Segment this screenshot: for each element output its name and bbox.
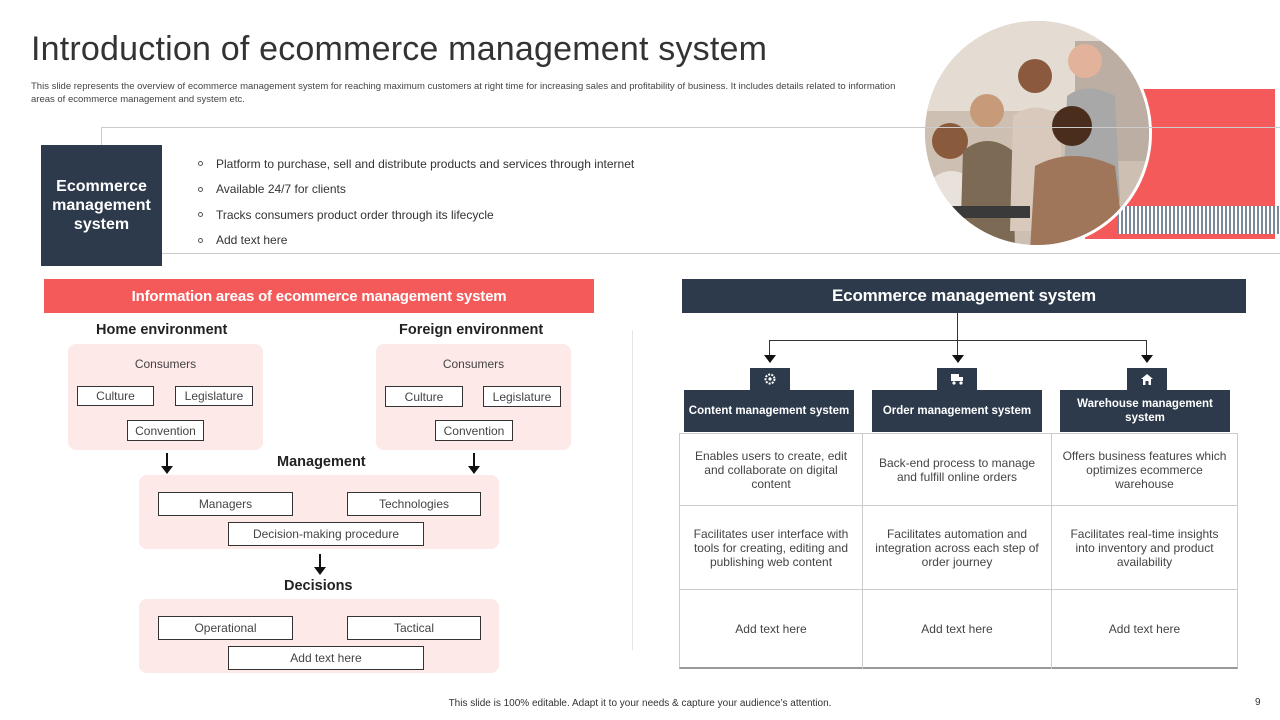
table-cell: Add text here [921, 622, 993, 636]
table-rule [862, 433, 863, 669]
striped-accent [1117, 206, 1280, 234]
table-rule [1051, 433, 1052, 669]
intro-bullet-list: Platform to purchase, sell and distribut… [198, 151, 634, 253]
table-rule [679, 433, 1238, 434]
order-management-heading: Order management system [872, 390, 1042, 432]
table-cell: Facilitates automation and integration a… [875, 526, 1039, 569]
operational-tag: Operational [158, 616, 293, 640]
bullet-circle-icon [198, 186, 203, 192]
system-table [679, 433, 1238, 669]
home-convention-tag: Convention [127, 420, 204, 441]
arrow-down-icon [468, 453, 480, 474]
connector-line [769, 340, 1147, 341]
bullet-circle-icon [198, 161, 203, 167]
page-number: 9 [1255, 697, 1261, 708]
home-environment-title: Home environment [96, 322, 228, 338]
decisions-add-tag: Add text here [228, 646, 424, 670]
management-title: Management [277, 454, 366, 470]
table-cell: Add text here [1108, 622, 1181, 636]
bullet-circle-icon [198, 237, 203, 243]
intro-bullet: Tracks consumers product order through i… [198, 202, 634, 228]
home-legislature-tag: Legislature [175, 386, 253, 406]
foreign-culture-tag: Culture [385, 386, 463, 407]
content-management-heading: Content management system [684, 390, 854, 432]
technologies-tag: Technologies [347, 492, 481, 516]
arrow-down-icon [952, 340, 964, 363]
arrow-down-icon [161, 453, 173, 474]
table-cell: Offers business features which optimizes… [1062, 448, 1227, 491]
foreign-legislature-tag: Legislature [483, 386, 561, 407]
intro-bullet: Platform to purchase, sell and distribut… [198, 151, 634, 177]
intro-bullet: Available 24/7 for clients [198, 177, 634, 203]
home-culture-tag: Culture [77, 386, 154, 406]
order-truck-icon [937, 368, 977, 390]
managers-tag: Managers [158, 492, 293, 516]
info-areas-header: Information areas of ecommerce managemen… [44, 279, 594, 313]
table-rule [679, 505, 1238, 506]
slide-title: Introduction of ecommerce management sys… [31, 30, 768, 68]
foreign-environment-title: Foreign environment [399, 322, 544, 338]
tactical-tag: Tactical [347, 616, 481, 640]
system-header: Ecommerce management system [682, 279, 1246, 313]
warehouse-management-heading: Warehouse management system [1060, 390, 1230, 432]
foreign-convention-tag: Convention [435, 420, 513, 441]
table-cell: Back-end process to manage and fulfill o… [878, 455, 1036, 484]
foreign-consumers: Consumers [442, 357, 505, 371]
slide-subtitle: This slide represents the overview of ec… [31, 81, 896, 105]
arrow-down-icon [314, 554, 326, 575]
decisions-title: Decisions [284, 578, 353, 594]
arrow-down-icon [764, 340, 776, 363]
bullet-circle-icon [198, 212, 203, 218]
content-gear-icon [750, 368, 790, 390]
warehouse-house-icon [1127, 368, 1167, 390]
table-cell: Enables users to create, edit and collab… [694, 448, 848, 491]
decision-procedure-tag: Decision-making procedure [228, 522, 424, 546]
home-consumers: Consumers [134, 357, 197, 371]
table-cell: Add text here [735, 622, 807, 636]
table-rule [679, 589, 1238, 590]
section-divider [632, 330, 633, 650]
intro-bullet: Add text here [198, 228, 634, 254]
table-cell: Facilitates real-time insights into inve… [1070, 526, 1219, 569]
footer-note: This slide is 100% editable. Adapt it to… [448, 698, 832, 709]
table-cell: Facilitates user interface with tools fo… [693, 526, 849, 569]
arrow-down-icon [1141, 340, 1153, 363]
connector-line [957, 313, 958, 340]
intro-label: Ecommerce management system [41, 145, 162, 266]
